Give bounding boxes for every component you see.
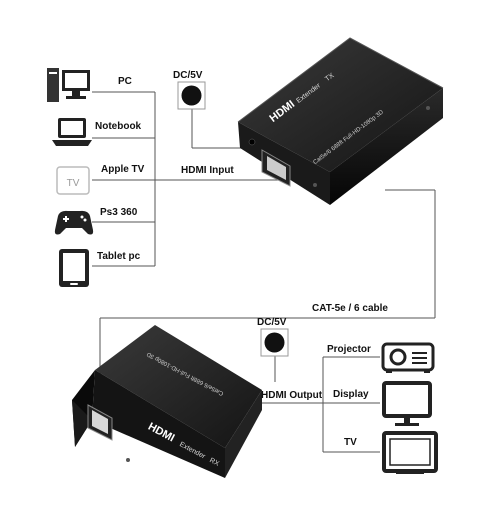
source-label-apple-tv: Apple TV	[101, 164, 145, 175]
hdmi-output-label: HDMI Output	[261, 390, 323, 401]
desktop-pc-icon	[47, 68, 90, 102]
tv-icon-text: TV	[67, 178, 80, 189]
tx-power-label: DC/5V	[173, 70, 203, 81]
source-label-notebook: Notebook	[95, 121, 142, 132]
tx-dc-power-jack-icon	[177, 81, 206, 110]
output-label-projector: Projector	[327, 344, 371, 355]
hdmi-input-label: HDMI Input	[181, 165, 234, 176]
display-icon	[382, 381, 432, 426]
rx-power-label: DC/5V	[257, 317, 287, 328]
projector-icon	[381, 342, 435, 373]
tv-icon: TV	[56, 166, 90, 195]
source-label-ps3: Ps3 360	[100, 207, 138, 218]
notebook-icon	[52, 118, 92, 146]
output-label-tv: TV	[344, 437, 357, 448]
output-label-display: Display	[333, 389, 369, 400]
source-label-pc: PC	[118, 76, 132, 87]
tablet-icon	[59, 249, 89, 287]
tx-side-text: TX	[324, 72, 336, 83]
connection-lines	[92, 91, 436, 453]
transmitter-box: HDMI Extender TX Cat5e/6 688ft Full-HD-1…	[237, 37, 444, 205]
tv-monitor-icon	[382, 431, 438, 474]
rx-side-text: RX	[208, 457, 220, 468]
cable-label: CAT-5e / 6 cable	[312, 303, 388, 314]
receiver-box: HDMI Extender RX Cat5e/6 688ft Full-HD-1…	[72, 325, 262, 478]
rx-dc-power-jack-icon	[260, 328, 289, 357]
source-label-tablet: Tablet pc	[97, 251, 141, 262]
gamepad-icon	[54, 210, 94, 235]
